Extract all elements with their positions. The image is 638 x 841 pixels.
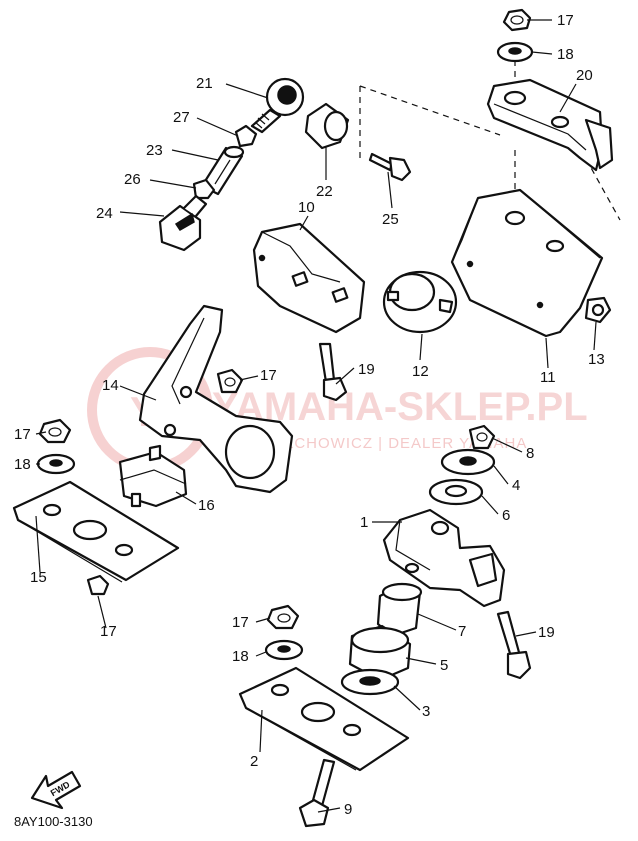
callout-20: 20 xyxy=(576,67,593,84)
callout-14: 14 xyxy=(102,377,119,394)
part-22-bushing xyxy=(304,102,350,150)
part-7-collar xyxy=(376,582,423,638)
callout-6: 6 xyxy=(502,507,510,524)
part-24-bolt xyxy=(158,194,208,252)
leader-lines xyxy=(35,19,597,813)
callout-2: 2 xyxy=(250,753,258,770)
part-16-damper xyxy=(118,444,188,508)
part-27-nut xyxy=(234,124,258,148)
part-23-sleeve xyxy=(200,145,245,196)
callout-18-bottom: 18 xyxy=(232,648,249,665)
part-25-bolt xyxy=(368,152,412,182)
callout-4: 4 xyxy=(512,477,520,494)
callout-7: 7 xyxy=(458,623,466,640)
callout-17: 17 xyxy=(557,12,574,29)
callout-11: 11 xyxy=(540,369,556,386)
callout-24: 24 xyxy=(96,205,113,222)
part-17-nut-top xyxy=(502,8,532,32)
part-13-bolt xyxy=(584,296,612,324)
part-18-washer-bottom xyxy=(264,639,304,661)
watermark-subtitle: WOJCIECHOWICZ | DEALER YAMAHA xyxy=(230,435,527,452)
part-18-washer-top xyxy=(496,41,534,63)
callout-22: 22 xyxy=(316,183,333,200)
callout-16: 16 xyxy=(198,497,215,514)
callout-17-bottom-left: 17 xyxy=(100,623,117,640)
part-18-washer-left xyxy=(36,453,76,475)
callout-10: 10 xyxy=(298,199,315,216)
part-10-bracket-plate xyxy=(252,222,366,334)
callout-1: 1 xyxy=(360,514,368,531)
part-5-damper xyxy=(348,624,412,682)
part-17-nut-bottom-left xyxy=(86,574,110,596)
callout-21: 21 xyxy=(196,75,213,92)
part-15-plate xyxy=(12,480,180,583)
callout-17-left: 17 xyxy=(14,426,31,443)
callout-9: 9 xyxy=(344,801,352,818)
callout-19-upper: 19 xyxy=(358,361,375,378)
part-1-bracket xyxy=(382,508,506,608)
part-19-bolt-right xyxy=(496,610,532,680)
callout-8: 8 xyxy=(526,445,534,462)
part-9-bolt xyxy=(298,758,336,828)
reference-code: 8AY100-3130 xyxy=(14,814,93,829)
callout-13: 13 xyxy=(588,351,605,368)
callout-23: 23 xyxy=(146,142,163,159)
callout-3: 3 xyxy=(422,703,430,720)
part-12-rubber-mount xyxy=(382,270,458,334)
part-11-block xyxy=(450,188,604,338)
part-8-nut xyxy=(468,424,496,450)
part-14-bracket xyxy=(138,304,294,494)
callout-15: 15 xyxy=(30,569,47,586)
callout-27: 27 xyxy=(173,109,190,126)
callout-17-bottom-middle: 17 xyxy=(232,614,249,631)
callout-18: 18 xyxy=(557,46,574,63)
callout-12: 12 xyxy=(412,363,429,380)
callout-17-middle: 17 xyxy=(260,367,277,384)
callout-18-left: 18 xyxy=(14,456,31,473)
part-2-plate xyxy=(238,666,410,772)
part-17-nut-middle xyxy=(216,368,244,394)
part-19-bolt-upper xyxy=(318,342,348,402)
part-6-washer xyxy=(428,478,484,506)
part-4-washer xyxy=(440,448,496,476)
callout-19-right: 19 xyxy=(538,624,555,641)
part-17-nut-bottom-middle xyxy=(266,604,300,630)
part-3-washer xyxy=(340,668,400,696)
callout-labels: 17 18 20 21 27 23 26 24 22 25 10 12 11 1… xyxy=(14,12,605,818)
callout-5: 5 xyxy=(440,657,448,674)
part-17-nut-left xyxy=(38,418,72,444)
callout-25: 25 xyxy=(382,211,399,228)
callout-26: 26 xyxy=(124,171,141,188)
part-20-bracket xyxy=(486,78,614,172)
part-21-rod-end xyxy=(250,77,305,134)
fwd-arrow-icon: FWD xyxy=(30,770,82,810)
